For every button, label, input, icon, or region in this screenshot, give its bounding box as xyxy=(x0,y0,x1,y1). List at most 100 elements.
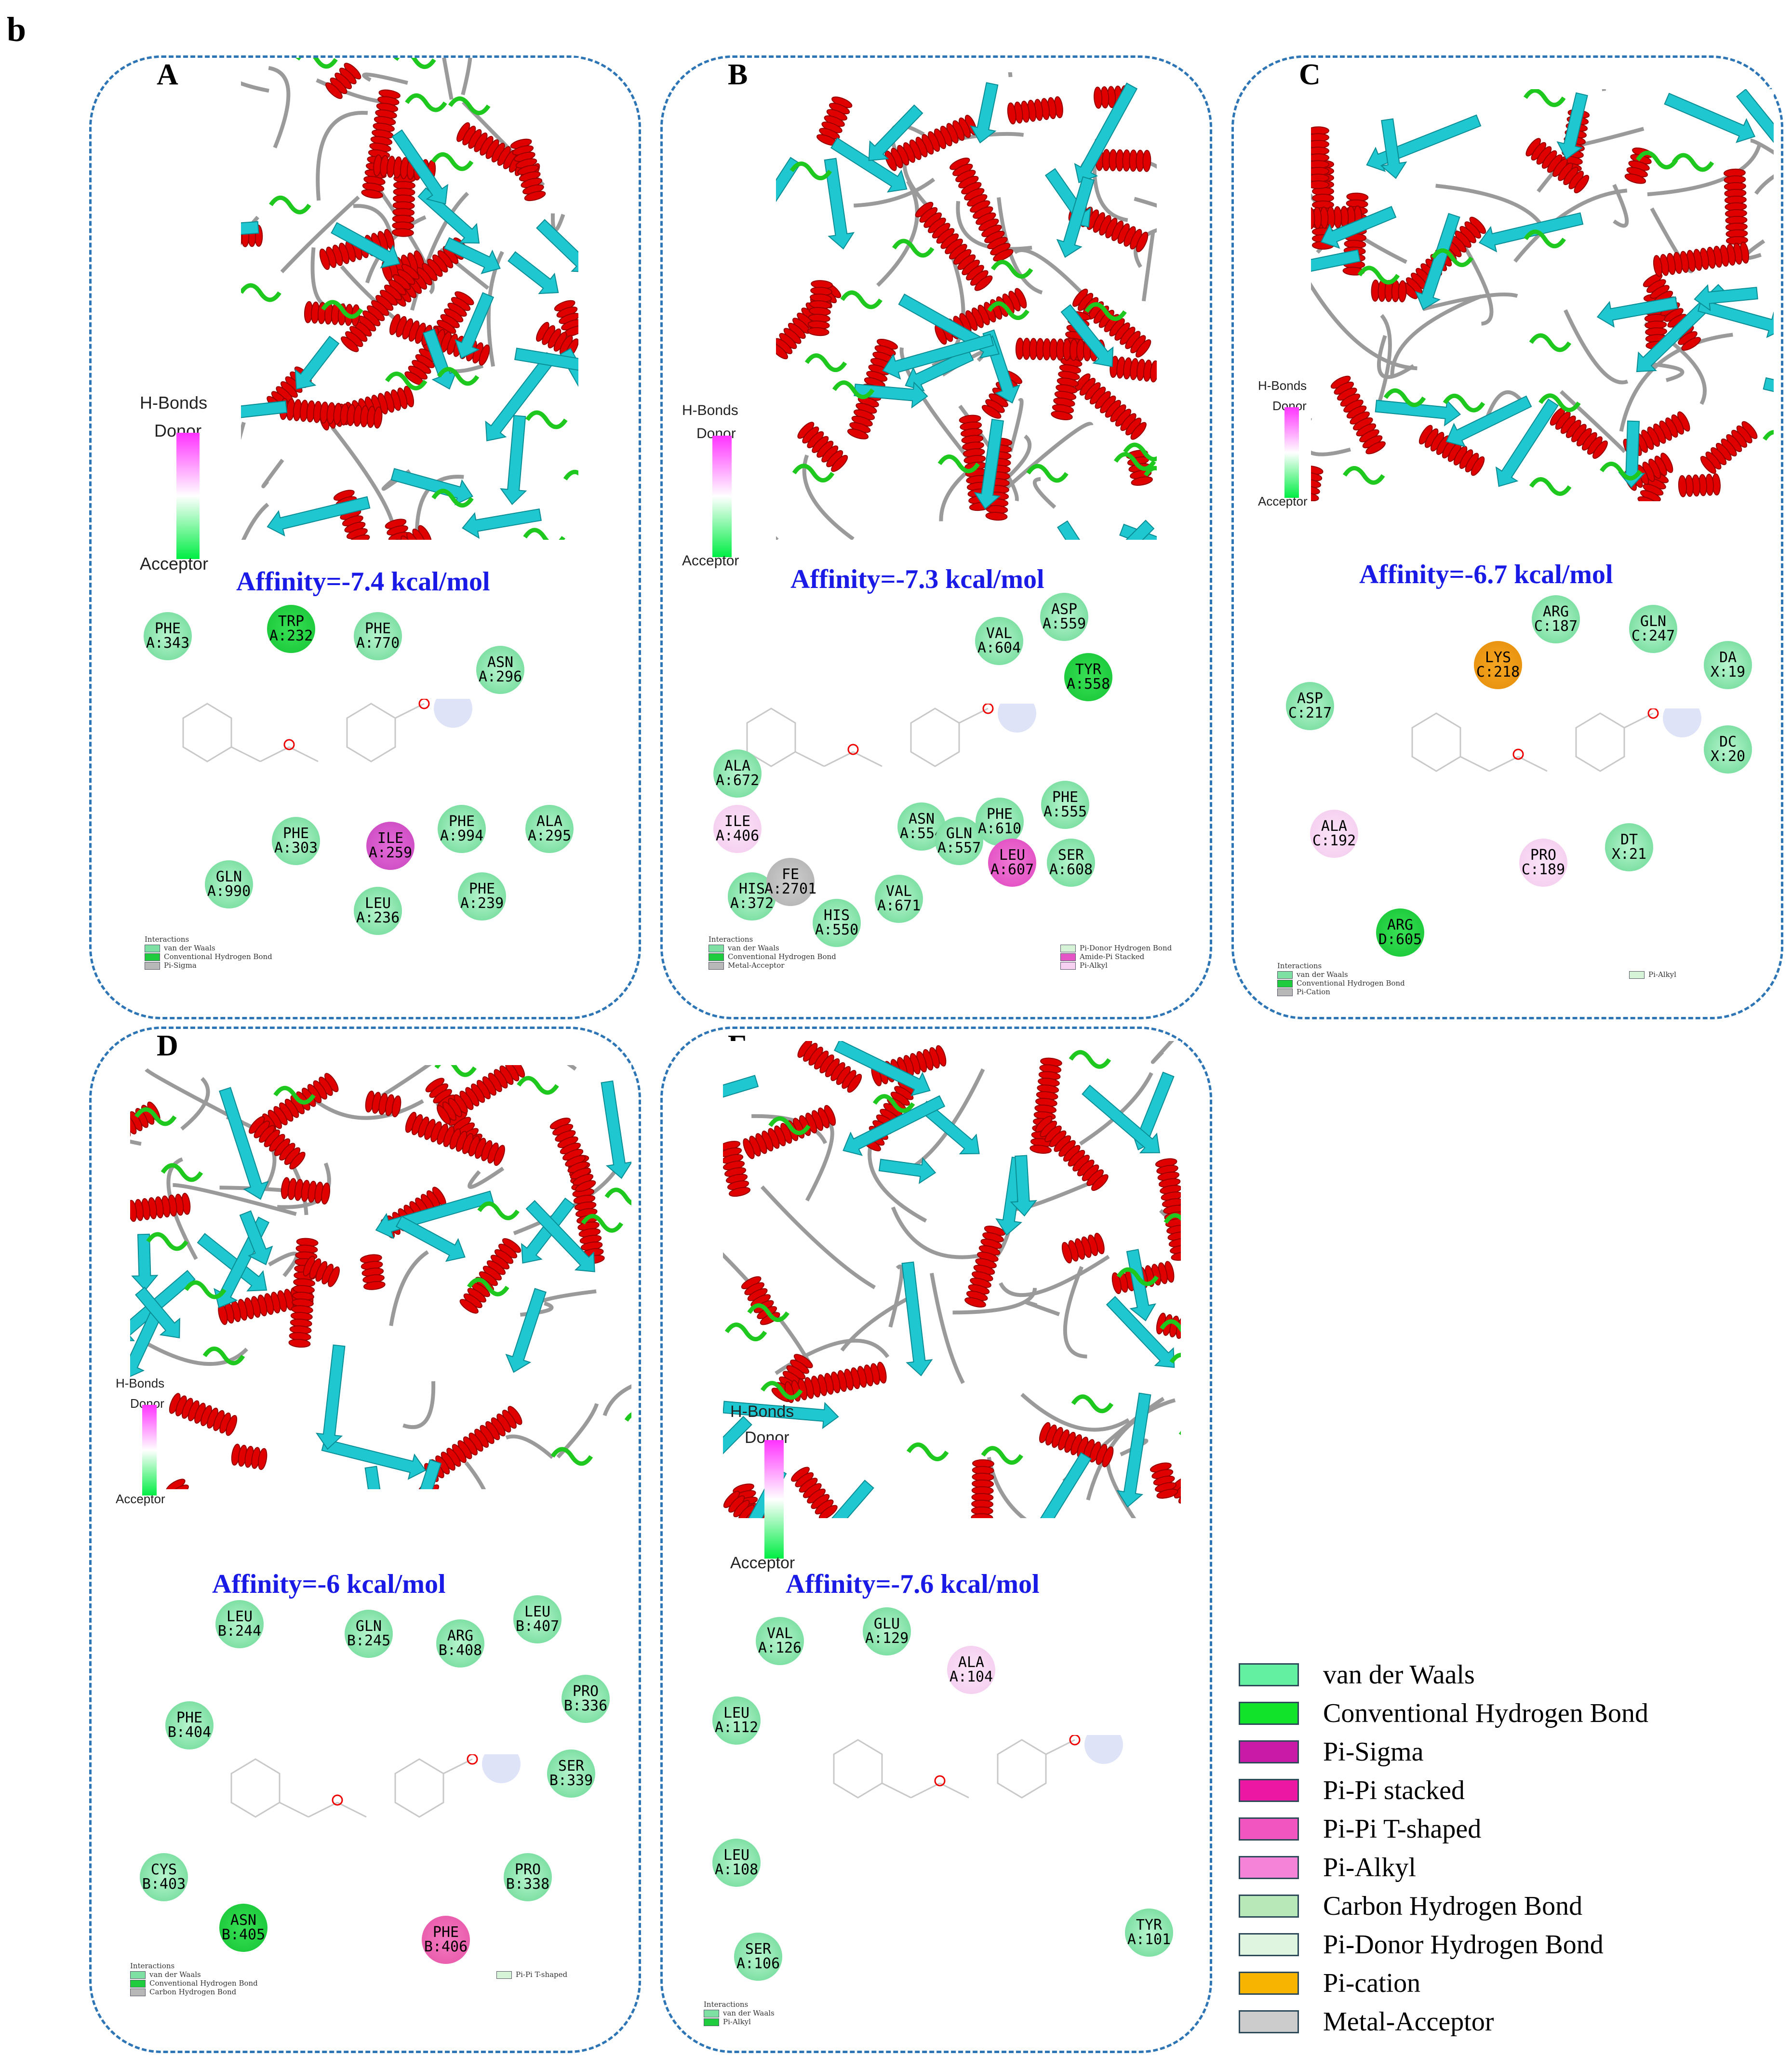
mini-legend-title: Interactions xyxy=(1277,961,1322,970)
residue-name: PHE xyxy=(154,620,181,637)
hbond-color-scale: H-Bonds Donor Acceptor xyxy=(116,1376,241,1545)
residue-id: A:101 xyxy=(1127,1931,1171,1948)
residue-id: B:336 xyxy=(563,1697,608,1714)
legend-row: Carbon Hydrogen Bond xyxy=(1239,1892,1769,1921)
residue-name: LEU xyxy=(723,1705,750,1722)
mini-legend-swatch xyxy=(496,1971,512,1979)
residue-name: ASP xyxy=(1297,690,1324,707)
mini-legend-swatch xyxy=(1060,962,1076,970)
legend-swatch xyxy=(1239,1663,1299,1686)
panel-letter: B xyxy=(728,58,748,91)
legend-swatch xyxy=(1239,1740,1299,1763)
affinity-label: Affinity=-6 kcal/mol xyxy=(212,1569,446,1599)
residue-name: LEU xyxy=(999,847,1026,864)
residue-name: PHE xyxy=(986,806,1013,823)
mini-legend-swatch xyxy=(704,2018,719,2026)
residue-name: PRO xyxy=(1530,847,1557,864)
residue-id: A:559 xyxy=(1042,615,1086,632)
residue-name: TYR xyxy=(1136,1917,1163,1934)
legend-label: Conventional Hydrogen Bond xyxy=(1323,1698,1649,1728)
mini-legend-item: van der Waals xyxy=(723,2009,775,2017)
ligand-2d-diagram xyxy=(718,694,1046,783)
residue-id: A:236 xyxy=(356,909,400,926)
mini-interaction-legend: Interactions van der Waals Conventional … xyxy=(145,935,578,974)
hbond-color-scale: H-Bonds Donor Acceptor xyxy=(682,402,807,605)
hbonds-title: H-Bonds xyxy=(140,393,208,413)
hbond-color-scale: H-Bonds Donor Acceptor xyxy=(730,1402,856,1605)
residue-name: LYS xyxy=(1484,649,1511,666)
residue-id: B:244 xyxy=(217,1623,262,1640)
residue-name: PHE xyxy=(432,1924,459,1941)
residue-id: A:303 xyxy=(274,840,318,856)
residue-name: GLU xyxy=(873,1615,900,1632)
mini-legend-swatch xyxy=(709,945,724,952)
mini-legend-swatch xyxy=(709,953,724,961)
mini-legend-swatch xyxy=(709,962,724,970)
residue-id: B:404 xyxy=(167,1724,212,1741)
residue-name: PRO xyxy=(572,1683,599,1700)
legend-label: Carbon Hydrogen Bond xyxy=(1323,1891,1583,1921)
protein-structure-image xyxy=(776,72,1157,540)
affinity-label: Affinity=-7.3 kcal/mol xyxy=(790,564,1044,594)
residue-name: LEU xyxy=(226,1608,253,1625)
residue-id: A:239 xyxy=(460,895,504,912)
hbond-color-scale: H-Bonds Donor Acceptor xyxy=(1258,378,1383,547)
panel-e xyxy=(660,1027,1212,2053)
residue-name: PRO xyxy=(514,1861,541,1878)
residue-name: CYS xyxy=(150,1861,177,1878)
mini-legend-swatch xyxy=(1060,945,1076,952)
residue-name: SER xyxy=(1057,847,1084,864)
mini-legend-item: Pi-Cation xyxy=(1297,988,1330,996)
panel-letter: A xyxy=(157,58,178,91)
residue-name: ASN xyxy=(230,1912,257,1929)
mini-interaction-legend: Interactions van der Waals Conventional … xyxy=(130,1962,567,2000)
residue-name: SER xyxy=(558,1758,585,1775)
protein-structure-image xyxy=(1311,89,1774,501)
hbonds-title: H-Bonds xyxy=(682,402,738,418)
mini-legend-item: Pi-Alkyl xyxy=(1648,970,1676,979)
residue-id: B:405 xyxy=(221,1926,266,1943)
hbonds-acceptor-label: Acceptor xyxy=(730,1553,795,1572)
affinity-label: Affinity=-7.4 kcal/mol xyxy=(236,567,490,597)
residue-id: A:126 xyxy=(758,1640,802,1656)
residue-id: A:108 xyxy=(714,1861,759,1878)
panel-b xyxy=(660,55,1212,1019)
hbonds-gradient-bar xyxy=(142,1404,157,1496)
mini-legend-item: Pi-Donor Hydrogen Bond xyxy=(1080,944,1172,952)
mini-legend-item: van der Waals xyxy=(728,944,779,952)
residue-name: ARG xyxy=(1542,603,1569,620)
residue-name: GLN xyxy=(1640,613,1667,630)
residue-id: A:129 xyxy=(865,1630,909,1647)
protein-structure-image xyxy=(723,1041,1181,1518)
mini-legend-swatch xyxy=(145,945,160,952)
residue-id: A:104 xyxy=(949,1669,993,1685)
legend-swatch xyxy=(1239,1856,1299,1879)
panel-letter: D xyxy=(157,1029,178,1062)
residue-id: X:19 xyxy=(1710,664,1746,681)
residue-id: A:295 xyxy=(527,828,572,844)
residue-name: PHE xyxy=(1052,789,1079,806)
residue-id: A:106 xyxy=(736,1955,780,1972)
hbonds-gradient-bar xyxy=(712,436,732,557)
residue-id: C:217 xyxy=(1288,705,1332,721)
legend-row: Metal-Acceptor xyxy=(1239,2007,1769,2036)
